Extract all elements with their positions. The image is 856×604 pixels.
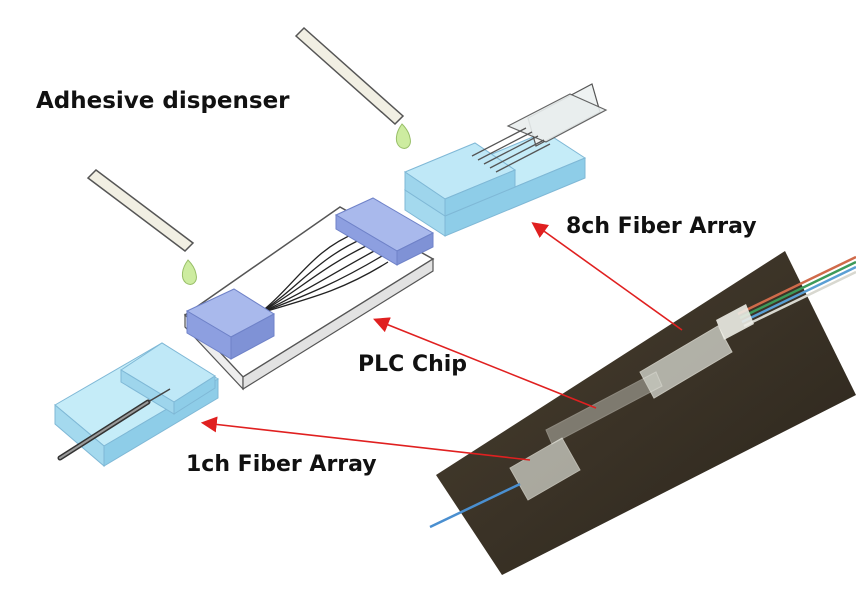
plc-chip-label: PLC Chip <box>358 352 468 377</box>
fiber-array-1ch-label: 1ch Fiber Array <box>186 452 377 477</box>
adhesive-dispenser-label: Adhesive dispenser <box>36 88 290 114</box>
arrow-plc <box>373 317 597 409</box>
fiber-array-8ch-block <box>403 83 608 237</box>
arrow-8ch <box>531 222 683 331</box>
device-photo <box>429 251 856 575</box>
fiber-array-1ch-block <box>54 342 219 468</box>
arrow-1ch <box>200 416 531 461</box>
dispenser-needle-top <box>294 26 405 126</box>
dispenser-needle-left <box>86 169 195 252</box>
adhesive-droplet-left <box>181 259 197 285</box>
plc-chip-block <box>183 197 435 391</box>
fiber-array-8ch-label: 8ch Fiber Array <box>566 214 757 239</box>
adhesive-droplet-top <box>395 123 411 149</box>
